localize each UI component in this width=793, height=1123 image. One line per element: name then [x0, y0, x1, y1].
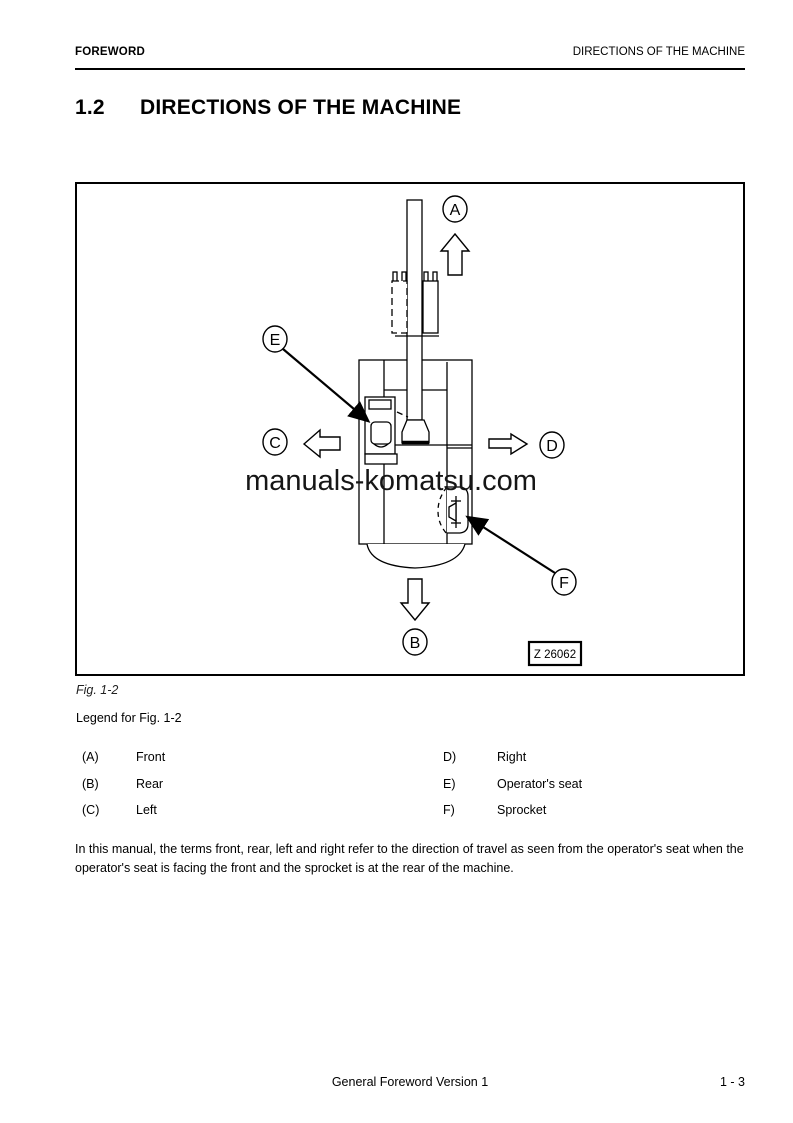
- callout-b-circle: [402, 628, 428, 656]
- header-section-label: FOREWORD: [75, 46, 145, 58]
- header-rule: [75, 68, 745, 70]
- sprocket: [437, 486, 469, 535]
- callout-e-label: E: [270, 332, 281, 349]
- legend-item: (B) Rear: [82, 777, 165, 793]
- callout-d-circle: [539, 431, 565, 459]
- body-paragraph: In this manual, the terms front, rear, l…: [75, 842, 744, 875]
- legend-key: F): [443, 803, 455, 817]
- rear-direction-arrow-icon: [399, 578, 431, 622]
- legend-column-left: (A) Front (B) Rear (C) Left: [82, 750, 165, 830]
- machine-direction-diagram: manuals-komatsu.com A B C D E F: [245, 195, 583, 667]
- legend-item: D) Right: [443, 750, 582, 766]
- footer-document-title: General Foreword Version 1: [331, 1075, 489, 1089]
- right-direction-arrow-icon: [488, 432, 529, 456]
- drawing-number-box: [527, 640, 583, 667]
- legend-value: Front: [136, 750, 166, 764]
- legend-value: Right: [497, 750, 527, 764]
- legend-value: Sprocket: [497, 803, 547, 817]
- drawing-number: Z 26062: [534, 649, 576, 661]
- legend-item: (A) Front: [82, 750, 165, 766]
- sprocket-leader-line: [465, 515, 556, 574]
- legend-key: D): [443, 750, 457, 764]
- callout-e-circle: [262, 325, 288, 353]
- front-direction-arrow-icon: [439, 232, 471, 276]
- callout-a-circle: [442, 195, 468, 223]
- left-direction-arrow-icon: [302, 428, 341, 459]
- callout-c-circle: [262, 428, 288, 456]
- callout-f-label: F: [559, 575, 569, 592]
- operator-seat: [370, 421, 392, 445]
- footer-page-number: 1 - 3: [719, 1075, 745, 1089]
- legend-item: (C) Left: [82, 803, 165, 819]
- legend-item: E) Operator's seat: [443, 777, 582, 793]
- boom: [391, 199, 439, 445]
- callout-c-label: C: [269, 435, 281, 452]
- callout-d-label: D: [546, 438, 558, 455]
- legend-value: Rear: [136, 776, 164, 791]
- legend-key: E): [443, 776, 456, 791]
- legend-item: F) Sprocket: [443, 803, 582, 819]
- section-number: 1.2: [75, 96, 105, 119]
- counterweight: [366, 543, 466, 569]
- section-heading: 1.2 DIRECTIONS OF THE MACHINE: [75, 96, 745, 120]
- watermark-text: manuals-komatsu.com: [245, 465, 537, 497]
- callout-a-label: A: [450, 202, 461, 219]
- legend-key: (A): [82, 750, 99, 764]
- callout-f-circle: [551, 568, 577, 596]
- legend-value: Operator's seat: [497, 776, 583, 791]
- page-header: FOREWORD DIRECTIONS OF THE MACHINE: [75, 46, 745, 58]
- legend-key: (C): [82, 803, 100, 817]
- callout-b-label: B: [410, 635, 421, 652]
- legend-column-right: D) Right E) Operator's seat F) Sprocket: [443, 750, 582, 830]
- legend-title: Legend for Fig. 1-2: [76, 711, 182, 725]
- figure-frame: manuals-komatsu.com A B C D E F: [75, 182, 745, 676]
- section-title: DIRECTIONS OF THE MACHINE: [140, 96, 462, 119]
- header-topic-label: DIRECTIONS OF THE MACHINE: [572, 46, 745, 58]
- seat-leader-line: [282, 348, 371, 423]
- legend-key: (B): [82, 776, 99, 791]
- legend-value: Left: [136, 803, 157, 817]
- figure-caption: Fig. 1-2: [76, 683, 119, 697]
